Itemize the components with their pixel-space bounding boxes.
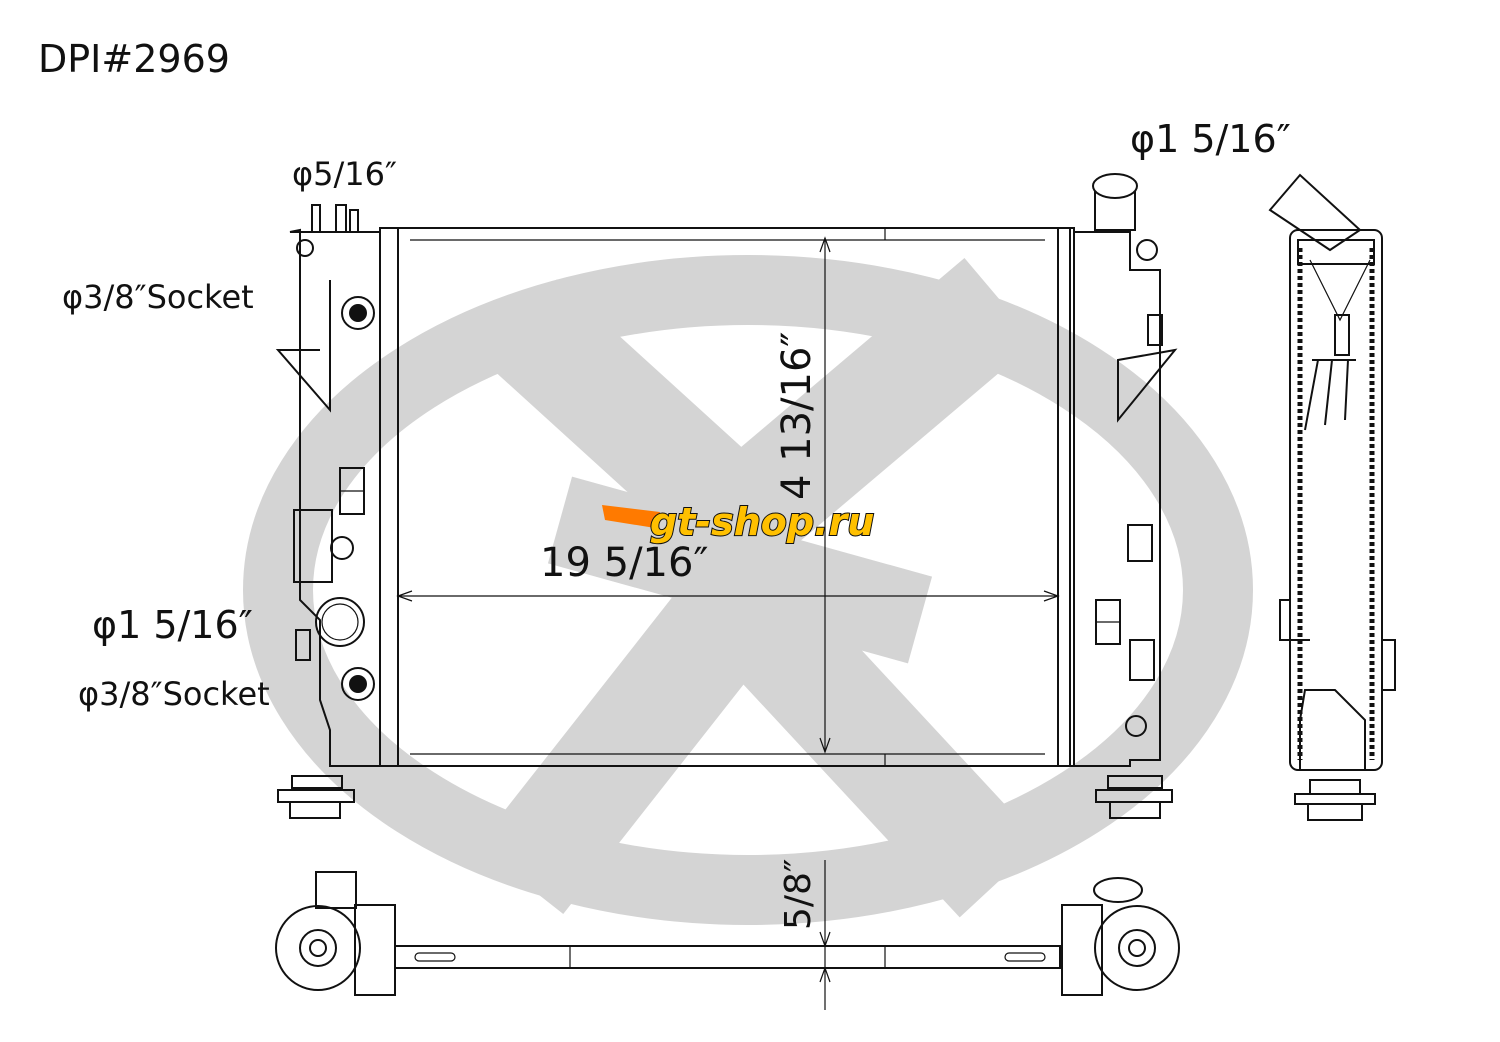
label-core-thickness: 5/8″ [778, 859, 819, 930]
label-left-outlet: φ1 5/16″ [92, 603, 253, 647]
label-core-width: 19 5/16″ [540, 540, 708, 586]
logo-text: gt-shop.ru [650, 500, 874, 544]
label-upper-socket: φ3/8″Socket [62, 278, 254, 316]
label-top-left-fitting: φ5/16″ [292, 155, 397, 193]
label-core-height: 4 13/16″ [774, 332, 820, 500]
radiator-core [379, 227, 1075, 767]
right-tank [1073, 173, 1178, 819]
side-view [1268, 173, 1396, 821]
label-lower-socket: φ3/8″Socket [78, 675, 270, 713]
dimension-lines [396, 236, 1060, 1010]
background-emblem [243, 255, 1253, 925]
left-tank [275, 204, 381, 819]
part-number: DPI#2969 [38, 37, 230, 81]
gt-shop-logo: gt-shop.ru [602, 499, 875, 545]
label-right-inlet: φ1 5/16″ [1130, 117, 1291, 161]
bottom-view [275, 871, 1180, 996]
